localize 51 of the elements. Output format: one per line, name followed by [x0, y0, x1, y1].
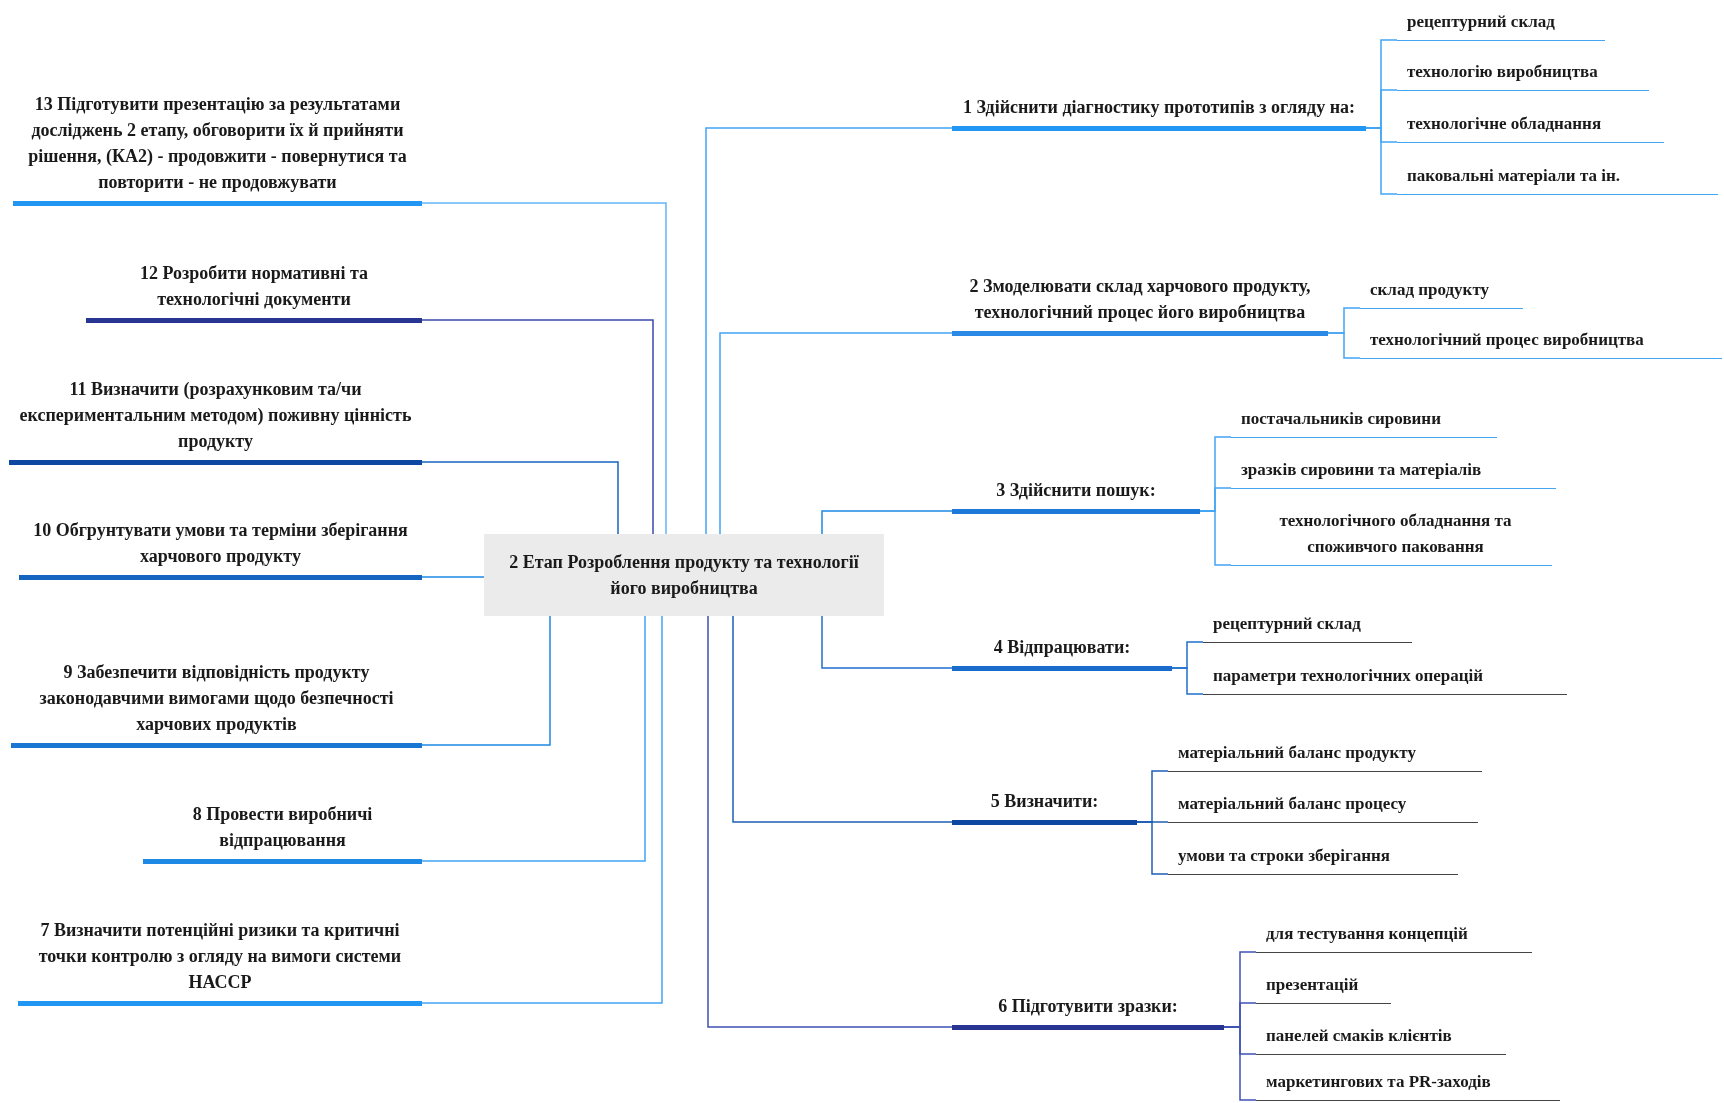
subtopic-label: постачальників сировини — [1231, 405, 1497, 438]
connector-line — [1365, 127, 1398, 195]
topic-label: 12 Розробити нормативні та технологічні документи — [86, 259, 422, 323]
subtopic-label: параметри технологічних операцій — [1203, 662, 1567, 695]
connector-line — [732, 615, 953, 823]
connector-line — [421, 576, 485, 578]
connector-line — [707, 615, 953, 1028]
subtopic-label: маркетингових та PR-заходів — [1256, 1068, 1560, 1101]
subtopic-label: технологічне обладнання — [1397, 110, 1664, 143]
connector-line — [421, 461, 619, 535]
subtopic-label: презентацій — [1256, 971, 1391, 1004]
subtopic-label: зразків сировини та матеріалів — [1231, 456, 1556, 489]
central-topic-box: 2 Етап Розроблення продукту та технології його виробництва — [484, 534, 884, 616]
subtopic-label: рецептурний склад — [1203, 610, 1412, 643]
connector-line — [821, 615, 953, 669]
connector-line — [421, 615, 646, 862]
subtopic-label: технологію виробництва — [1397, 58, 1649, 91]
connector-line — [421, 202, 667, 535]
connector-line — [421, 615, 663, 1004]
topic-label: 5 Визначити: — [952, 787, 1137, 825]
subtopic-label: для тестування концепцій — [1256, 920, 1532, 953]
subtopic-label: рецептурний склад — [1397, 8, 1605, 41]
connector-line — [421, 615, 551, 746]
subtopic-label: склад продукту — [1360, 276, 1523, 309]
topic-label: 7 Визначити потенційні ризики та критичні точки контролю з огляду на вимоги системи НАССР — [18, 916, 422, 1006]
topic-label: 13 Підготувити презентацію за результатами досліджень 2 етапу, обговорити їх й прийняти рішення, (КА2) - продовжити - повернутися та повторити - не продовжувати — [13, 90, 422, 206]
connector-line — [705, 127, 953, 535]
subtopic-label: технологічний процес виробництва — [1360, 326, 1722, 359]
connector-line — [1327, 332, 1361, 359]
subtopic-label: умови та строки зберігання — [1168, 842, 1458, 875]
connector-line — [1171, 667, 1204, 695]
connector-line — [421, 319, 654, 535]
connector-line — [1199, 510, 1232, 566]
topic-label: 11 Визначити (розрахунковим та/чи експериментальним методом) поживну цінність продукту — [9, 375, 422, 465]
connector-line — [821, 510, 953, 535]
topic-label: 2 Змоделювати склад харчового продукту, технологічний процес його виробництва — [952, 272, 1328, 336]
subtopic-label: панелей смаків клієнтів — [1256, 1022, 1506, 1055]
topic-label: 4 Відпрацювати: — [952, 633, 1172, 671]
topic-label: 3 Здійснити пошук: — [952, 476, 1200, 514]
connector-line — [1136, 821, 1169, 875]
connector-line — [719, 332, 953, 535]
subtopic-label: паковальні матеріали та ін. — [1397, 162, 1718, 195]
topic-label: 9 Забезпечити відповідність продукту законодавчими вимогами щодо безпечності харчових продуктів — [11, 658, 422, 748]
subtopic-label: матеріальний баланс продукту — [1168, 739, 1482, 772]
topic-label: 6 Підготувити зразки: — [952, 992, 1224, 1030]
topic-label: 1 Здійснити діагностику прототипів з огляду на: — [952, 93, 1366, 131]
subtopic-label: матеріальний баланс процесу — [1168, 790, 1478, 823]
connector-line — [1223, 1026, 1257, 1101]
topic-label: 10 Обгрунтувати умови та терміни зберігання харчового продукту — [19, 516, 422, 580]
topic-label: 8 Провести виробничі відпрацювання — [143, 800, 422, 864]
subtopic-label: технологічного обладнання та споживчого паковання — [1231, 507, 1552, 566]
